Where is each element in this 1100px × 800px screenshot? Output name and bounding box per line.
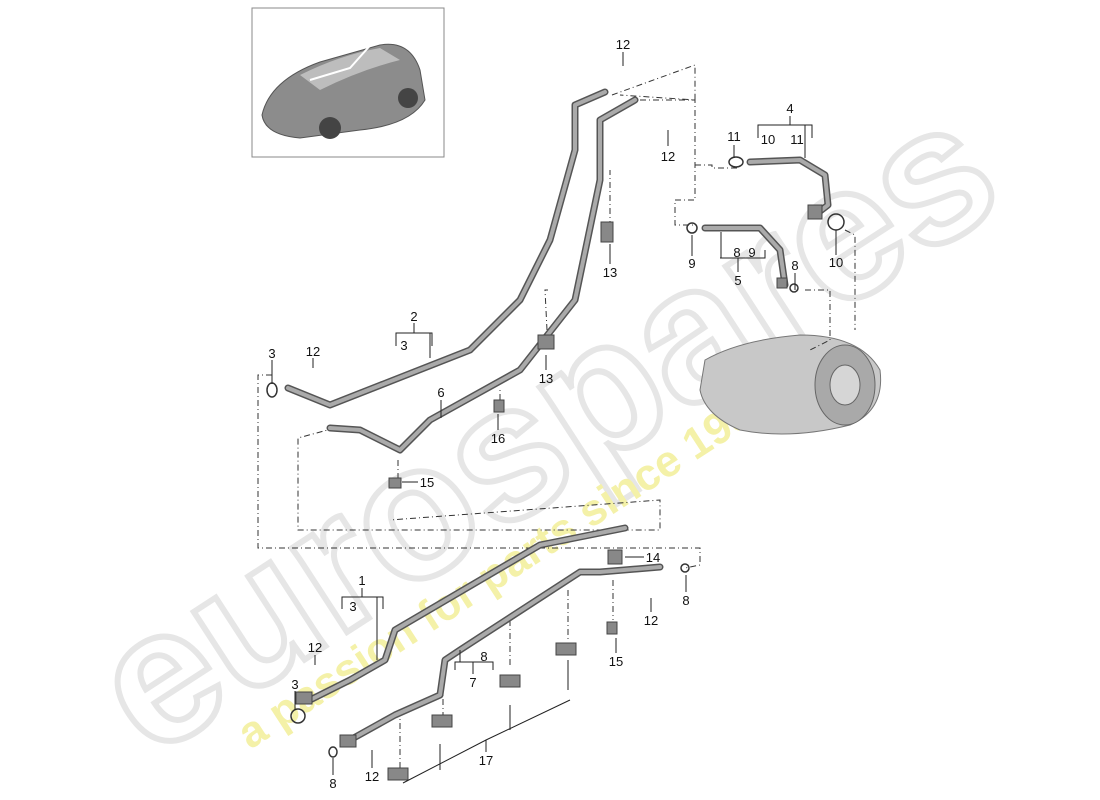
clip-16 (493, 399, 505, 413)
callout-14[interactable]: 14 (646, 550, 660, 565)
callout-10[interactable]: 10 (761, 132, 775, 147)
clip-13 (600, 221, 614, 243)
callout-8[interactable]: 8 (682, 593, 689, 608)
fitting-1 (295, 691, 313, 705)
watermark: eurospares a passion for parts since 198… (54, 56, 1035, 798)
callout-15[interactable]: 15 (420, 475, 434, 490)
pipe-6[interactable] (326, 96, 639, 454)
callout-8[interactable]: 8 (733, 245, 740, 260)
callout-12[interactable]: 12 (616, 37, 630, 52)
callout-4[interactable]: 4 (786, 101, 793, 116)
clip-13b (537, 334, 555, 350)
callout-12[interactable]: 12 (644, 613, 658, 628)
callout-11[interactable]: 11 (790, 132, 804, 147)
pipe-5[interactable] (701, 224, 789, 289)
pipe-7[interactable] (346, 563, 664, 744)
callout-9[interactable]: 9 (748, 245, 755, 260)
callout-9[interactable]: 9 (688, 256, 695, 271)
callout-8[interactable]: 8 (329, 776, 336, 791)
callout-7[interactable]: 7 (469, 675, 476, 690)
callout-8[interactable]: 8 (791, 258, 798, 273)
callout-3[interactable]: 3 (291, 677, 298, 692)
callout-1[interactable]: 1 (358, 573, 365, 588)
callout-8[interactable]: 8 (480, 649, 487, 664)
pipe-1[interactable] (306, 524, 629, 704)
callout-3[interactable]: 3 (400, 338, 407, 353)
clip-15b (606, 621, 618, 635)
callout-15[interactable]: 15 (609, 654, 623, 669)
fitting-5 (776, 277, 788, 289)
fitting-7 (339, 734, 357, 748)
fitting-4 (807, 204, 823, 220)
callout-12[interactable]: 12 (306, 344, 320, 359)
callout-3[interactable]: 3 (349, 599, 356, 614)
vehicle-thumbnail[interactable] (251, 7, 445, 158)
clip-15 (388, 477, 402, 489)
callout-12[interactable]: 12 (661, 149, 675, 164)
callout-6[interactable]: 6 (437, 385, 444, 400)
callout-17[interactable]: 17 (479, 753, 493, 768)
clip-14 (607, 549, 623, 565)
callout-5[interactable]: 5 (734, 273, 741, 288)
pipe-4[interactable] (746, 156, 832, 219)
pipes (284, 88, 832, 744)
small-parts (295, 204, 823, 781)
ac-compressor[interactable] (699, 334, 882, 435)
callout-12[interactable]: 12 (308, 640, 322, 655)
callout-16[interactable]: 16 (491, 431, 505, 446)
callout-12[interactable]: 12 (365, 769, 379, 784)
callout-3[interactable]: 3 (268, 346, 275, 361)
callout-2[interactable]: 2 (410, 309, 417, 324)
callout-13[interactable]: 13 (539, 371, 553, 386)
callout-11[interactable]: 11 (727, 129, 741, 144)
leader-lines (271, 52, 837, 784)
watermark-brand: eurospares (57, 59, 1032, 795)
pipe-2[interactable] (284, 88, 609, 409)
callout-10[interactable]: 10 (829, 255, 843, 270)
callout-13[interactable]: 13 (603, 265, 617, 280)
